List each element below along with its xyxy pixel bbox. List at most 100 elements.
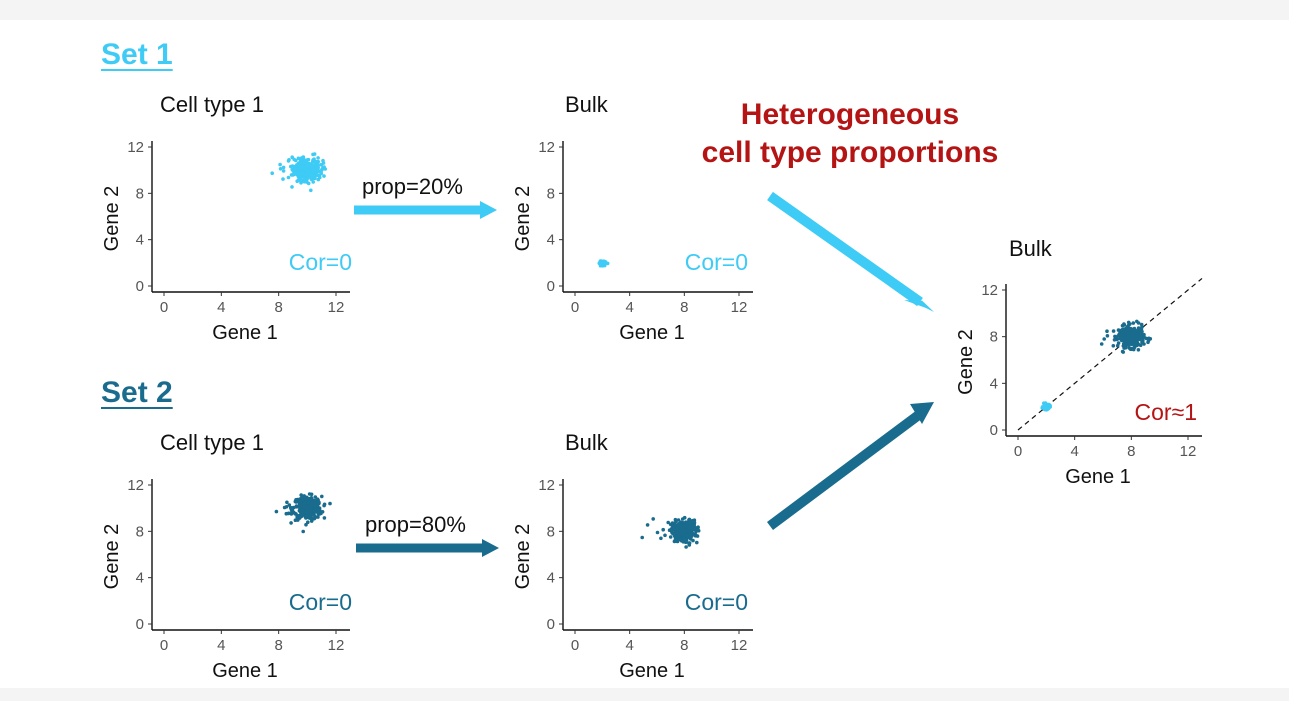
x-tick-label: 4 — [217, 637, 225, 654]
data-point — [328, 501, 332, 506]
data-point — [645, 523, 650, 527]
data-point — [322, 503, 326, 508]
data-point — [1111, 329, 1116, 333]
x-axis-label: Gene 1 — [212, 322, 278, 344]
data-point — [1121, 350, 1125, 354]
data-point — [306, 164, 310, 169]
plot-title: Cell type 1 — [160, 92, 264, 117]
data-point — [1141, 338, 1145, 343]
data-point — [1102, 337, 1106, 341]
y-tick-label: 12 — [538, 477, 555, 494]
data-point — [313, 514, 317, 519]
data-point — [695, 540, 699, 545]
y-axis-label: Gene 2 — [101, 186, 123, 252]
data-point — [296, 515, 301, 520]
data-point — [682, 524, 686, 529]
correlation-label: Cor=0 — [289, 249, 352, 275]
data-point — [604, 261, 608, 265]
data-point — [300, 513, 305, 517]
data-point — [682, 533, 686, 537]
data-point — [292, 505, 296, 510]
x-tick-label: 8 — [274, 637, 282, 654]
data-point — [688, 527, 693, 531]
x-tick-label: 4 — [217, 299, 225, 316]
data-point — [309, 496, 314, 500]
set2-title: Set 2 — [101, 376, 173, 409]
data-point — [1099, 342, 1104, 346]
data-point — [302, 501, 306, 506]
data-point — [305, 506, 310, 511]
series-0 — [1099, 319, 1153, 354]
data-point — [1111, 344, 1116, 348]
data-point — [314, 506, 318, 510]
data-point — [1144, 336, 1149, 341]
heading-line2: cell type proportions — [701, 136, 999, 169]
data-point — [296, 178, 301, 183]
data-point — [312, 157, 316, 161]
y-tick-label: 8 — [136, 523, 144, 540]
y-tick-label: 4 — [990, 375, 998, 392]
data-point — [309, 176, 313, 180]
data-point — [319, 162, 324, 167]
data-point — [293, 511, 297, 516]
y-tick-label: 12 — [127, 139, 144, 156]
data-point — [289, 173, 294, 177]
correlation-label: Cor=0 — [685, 589, 748, 615]
data-point — [270, 171, 275, 175]
data-point — [274, 509, 279, 514]
data-point — [681, 529, 686, 533]
data-point — [290, 185, 294, 189]
series-0 — [274, 492, 332, 534]
data-point — [1105, 329, 1109, 334]
data-point — [1127, 346, 1131, 350]
top-bar — [0, 0, 1289, 20]
data-point — [301, 506, 306, 511]
data-point — [292, 172, 297, 176]
data-point — [316, 508, 321, 512]
data-point — [281, 165, 286, 170]
data-point — [667, 528, 672, 532]
data-point — [309, 188, 313, 193]
x-tick-label: 12 — [328, 299, 345, 316]
correlation-label: Cor=0 — [289, 589, 352, 615]
set2-arrow-head — [482, 539, 499, 557]
data-point — [1126, 320, 1131, 325]
x-tick-label: 12 — [731, 299, 748, 316]
data-point — [692, 527, 696, 531]
data-point — [292, 157, 296, 162]
plot-title: Bulk — [565, 430, 609, 455]
data-point — [297, 505, 302, 509]
data-point — [302, 510, 307, 514]
y-tick-label: 0 — [136, 278, 144, 295]
data-point — [671, 521, 675, 526]
data-point — [670, 524, 675, 528]
data-point — [1136, 326, 1141, 330]
x-tick-label: 8 — [274, 299, 282, 316]
data-point — [686, 524, 690, 529]
set2-to-combined-arrow-head — [910, 402, 934, 424]
data-point — [302, 160, 306, 165]
data-point — [316, 156, 320, 160]
data-point — [676, 526, 680, 530]
data-point — [312, 152, 317, 156]
data-point — [673, 517, 678, 522]
data-point — [304, 522, 308, 527]
data-point — [278, 162, 282, 167]
data-point — [314, 165, 318, 170]
data-point — [292, 164, 297, 169]
data-point — [321, 158, 325, 163]
y-tick-label: 8 — [990, 329, 998, 346]
data-point — [1136, 348, 1141, 352]
data-point — [687, 541, 691, 545]
data-point — [682, 515, 687, 520]
data-point — [294, 500, 298, 504]
data-point — [1118, 328, 1122, 333]
data-point — [306, 520, 310, 524]
data-point — [1132, 334, 1137, 339]
set2-prop-label: prop=80% — [365, 512, 466, 537]
